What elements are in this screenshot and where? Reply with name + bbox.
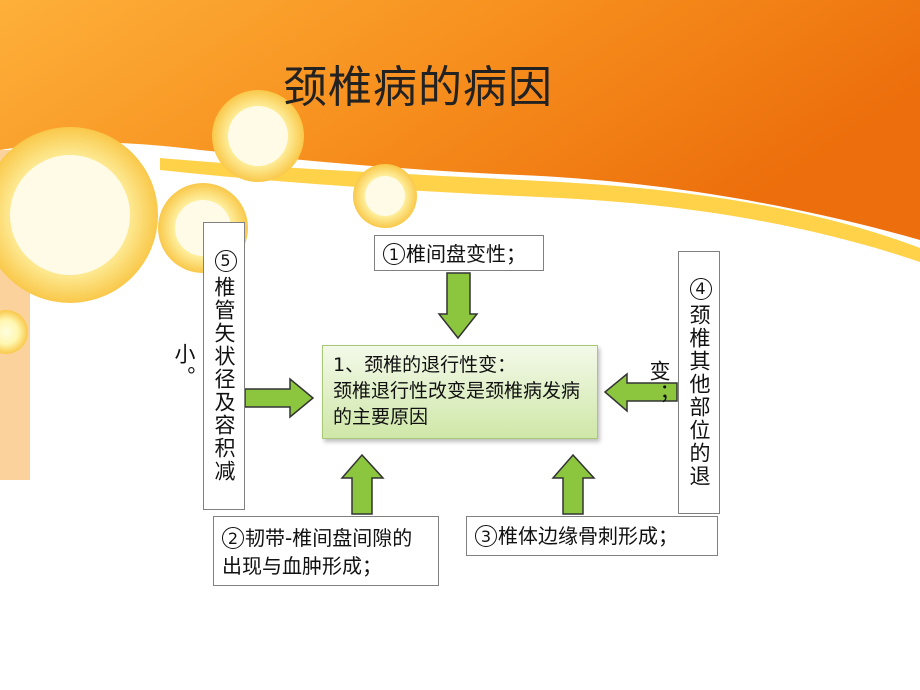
arrow-up-icon [340,453,385,515]
page-title: 颈椎病的病因 [283,62,553,113]
cause-text-4: 颈椎其他部位的退变； [647,303,711,488]
central-cause-box: 1、颈椎的退行性变： 颈椎退行性改变是颈椎病发病的主要原因 [322,345,598,439]
cause-box-4: 4 颈椎其他部位的退变； [647,251,720,514]
central-cause-heading: 1、颈椎的退行性变： [333,354,517,376]
decor-circle [0,310,28,354]
cause-text-2: 韧带-椎间盘间隙的出现与血肿形成； [222,526,413,578]
arrow-right-icon [244,377,315,419]
arrow-down-icon [437,272,479,340]
circled-number-5: 5 [215,249,237,272]
cause-text-1: 椎间盘变性； [406,242,526,266]
cause-box-5: 5 椎管矢状径及容积减小。 [172,222,245,510]
arrow-up-icon [551,453,596,515]
central-cause-body: 颈椎退行性改变是颈椎病发病的主要原因 [333,380,581,428]
circled-number-3: 3 [475,525,497,547]
circled-number-1: 1 [383,243,405,265]
circled-number-2: 2 [222,527,244,549]
circled-number-4: 4 [690,277,712,300]
cause-text-3: 椎体边缘骨刺形成； [498,524,678,548]
cause-text-5: 椎管矢状径及容积减小。 [172,275,236,483]
arrow-left-icon [603,372,678,413]
